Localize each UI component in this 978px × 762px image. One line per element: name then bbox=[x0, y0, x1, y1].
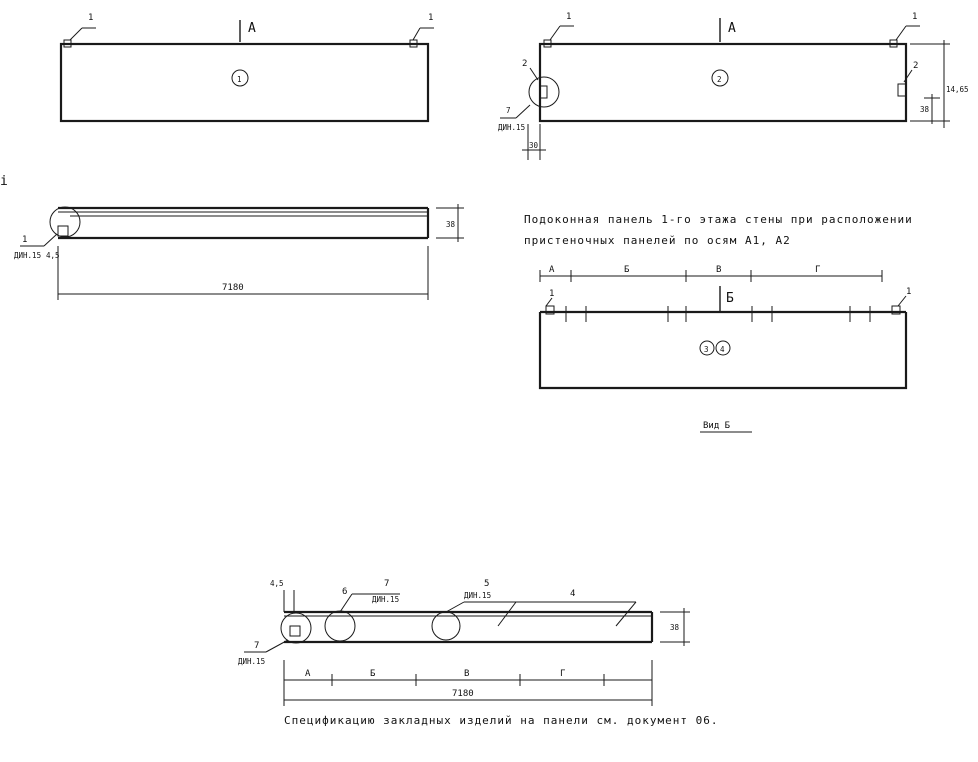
dim-45-a: 4,5 bbox=[46, 251, 60, 260]
doc-ref-din15-d: ДИН.15 bbox=[372, 595, 399, 604]
doc-ref-din15-e: ДИН.15 bbox=[464, 591, 491, 600]
doc-ref-din15-a: ДИН.15 bbox=[498, 123, 525, 132]
panel-3-4-elevation: А Б В Г Б 1 1 3 4 Вид Б bbox=[538, 265, 911, 433]
panel-2-number: 2 bbox=[717, 75, 722, 84]
section-b-label: Б bbox=[726, 291, 734, 306]
dim-chain-v: В bbox=[716, 265, 721, 275]
dim-length-7180-b: 7180 bbox=[452, 689, 474, 699]
dim-38: 38 bbox=[920, 105, 930, 114]
note-heading-line2: пристеночных панелей по осям А1, А2 bbox=[524, 234, 791, 247]
dim-38-bottom: 38 bbox=[670, 623, 680, 632]
dim-14-65: 14,65 bbox=[946, 85, 969, 94]
marker-5: 5 bbox=[484, 579, 489, 589]
dim-chain-b-bottom: Б bbox=[370, 669, 375, 679]
marker-7-bottom: 7 bbox=[254, 641, 259, 651]
section-view-bottom: 7 ДИН.15 4,5 6 7 ДИН.15 5 ДИН.15 4 38 А … bbox=[238, 579, 690, 706]
marker-1-left: 1 bbox=[88, 13, 93, 23]
dim-chain-a: А bbox=[549, 265, 555, 275]
marker-1-left-3: 1 bbox=[549, 289, 554, 299]
panel-4-number: 4 bbox=[720, 345, 725, 354]
left-margin-mark: i bbox=[0, 174, 8, 189]
dim-45-b: 4,5 bbox=[270, 579, 284, 588]
dim-chain-b: Б bbox=[624, 265, 629, 275]
dim-chain-g: Г bbox=[815, 265, 820, 275]
dim-chain-v-bottom: В bbox=[464, 669, 469, 679]
dim-length-7180-a: 7180 bbox=[222, 283, 244, 293]
doc-ref-din15-c: ДИН.15 bbox=[238, 657, 265, 666]
marker-4-bottom: 4 bbox=[570, 589, 575, 599]
dim-chain-a-bottom: А bbox=[305, 669, 311, 679]
section-view-left: 1 ДИН.15 4,5 7180 38 bbox=[14, 204, 464, 300]
marker-6: 6 bbox=[342, 587, 347, 597]
footer-note: Спецификацию закладных изделий на панели… bbox=[284, 714, 719, 727]
panel-1-number: 1 bbox=[237, 75, 242, 84]
marker-8: 7 bbox=[506, 106, 511, 115]
marker-2-right: 2 bbox=[913, 61, 918, 71]
panel-2-elevation: 1 1 A 2 2 7 ДИН.15 30 2 14,65 38 bbox=[498, 12, 969, 160]
marker-2-left: 2 bbox=[522, 59, 527, 69]
panel-3-number: 3 bbox=[704, 345, 709, 354]
dim-30: 30 bbox=[529, 141, 539, 150]
dim-38-section: 38 bbox=[446, 220, 456, 229]
marker-1-section: 1 bbox=[22, 235, 27, 245]
section-a-label: A bbox=[248, 21, 256, 36]
note-heading-line1: Подоконная панель 1-го этажа стены при р… bbox=[524, 213, 913, 226]
marker-1-right-3: 1 bbox=[906, 287, 911, 297]
marker-9: 7 bbox=[384, 579, 389, 589]
section-a-label-2: A bbox=[728, 21, 736, 36]
dim-chain-g-bottom: Г bbox=[560, 669, 565, 679]
panel-1-elevation: 1 1 A 1 bbox=[59, 13, 434, 123]
view-b-label: Вид Б bbox=[703, 421, 730, 431]
marker-1-right: 1 bbox=[428, 13, 433, 23]
marker-1-right-2: 1 bbox=[912, 12, 917, 22]
doc-ref-din15-b: ДИН.15 bbox=[14, 251, 41, 260]
marker-1-left-2: 1 bbox=[566, 12, 571, 22]
